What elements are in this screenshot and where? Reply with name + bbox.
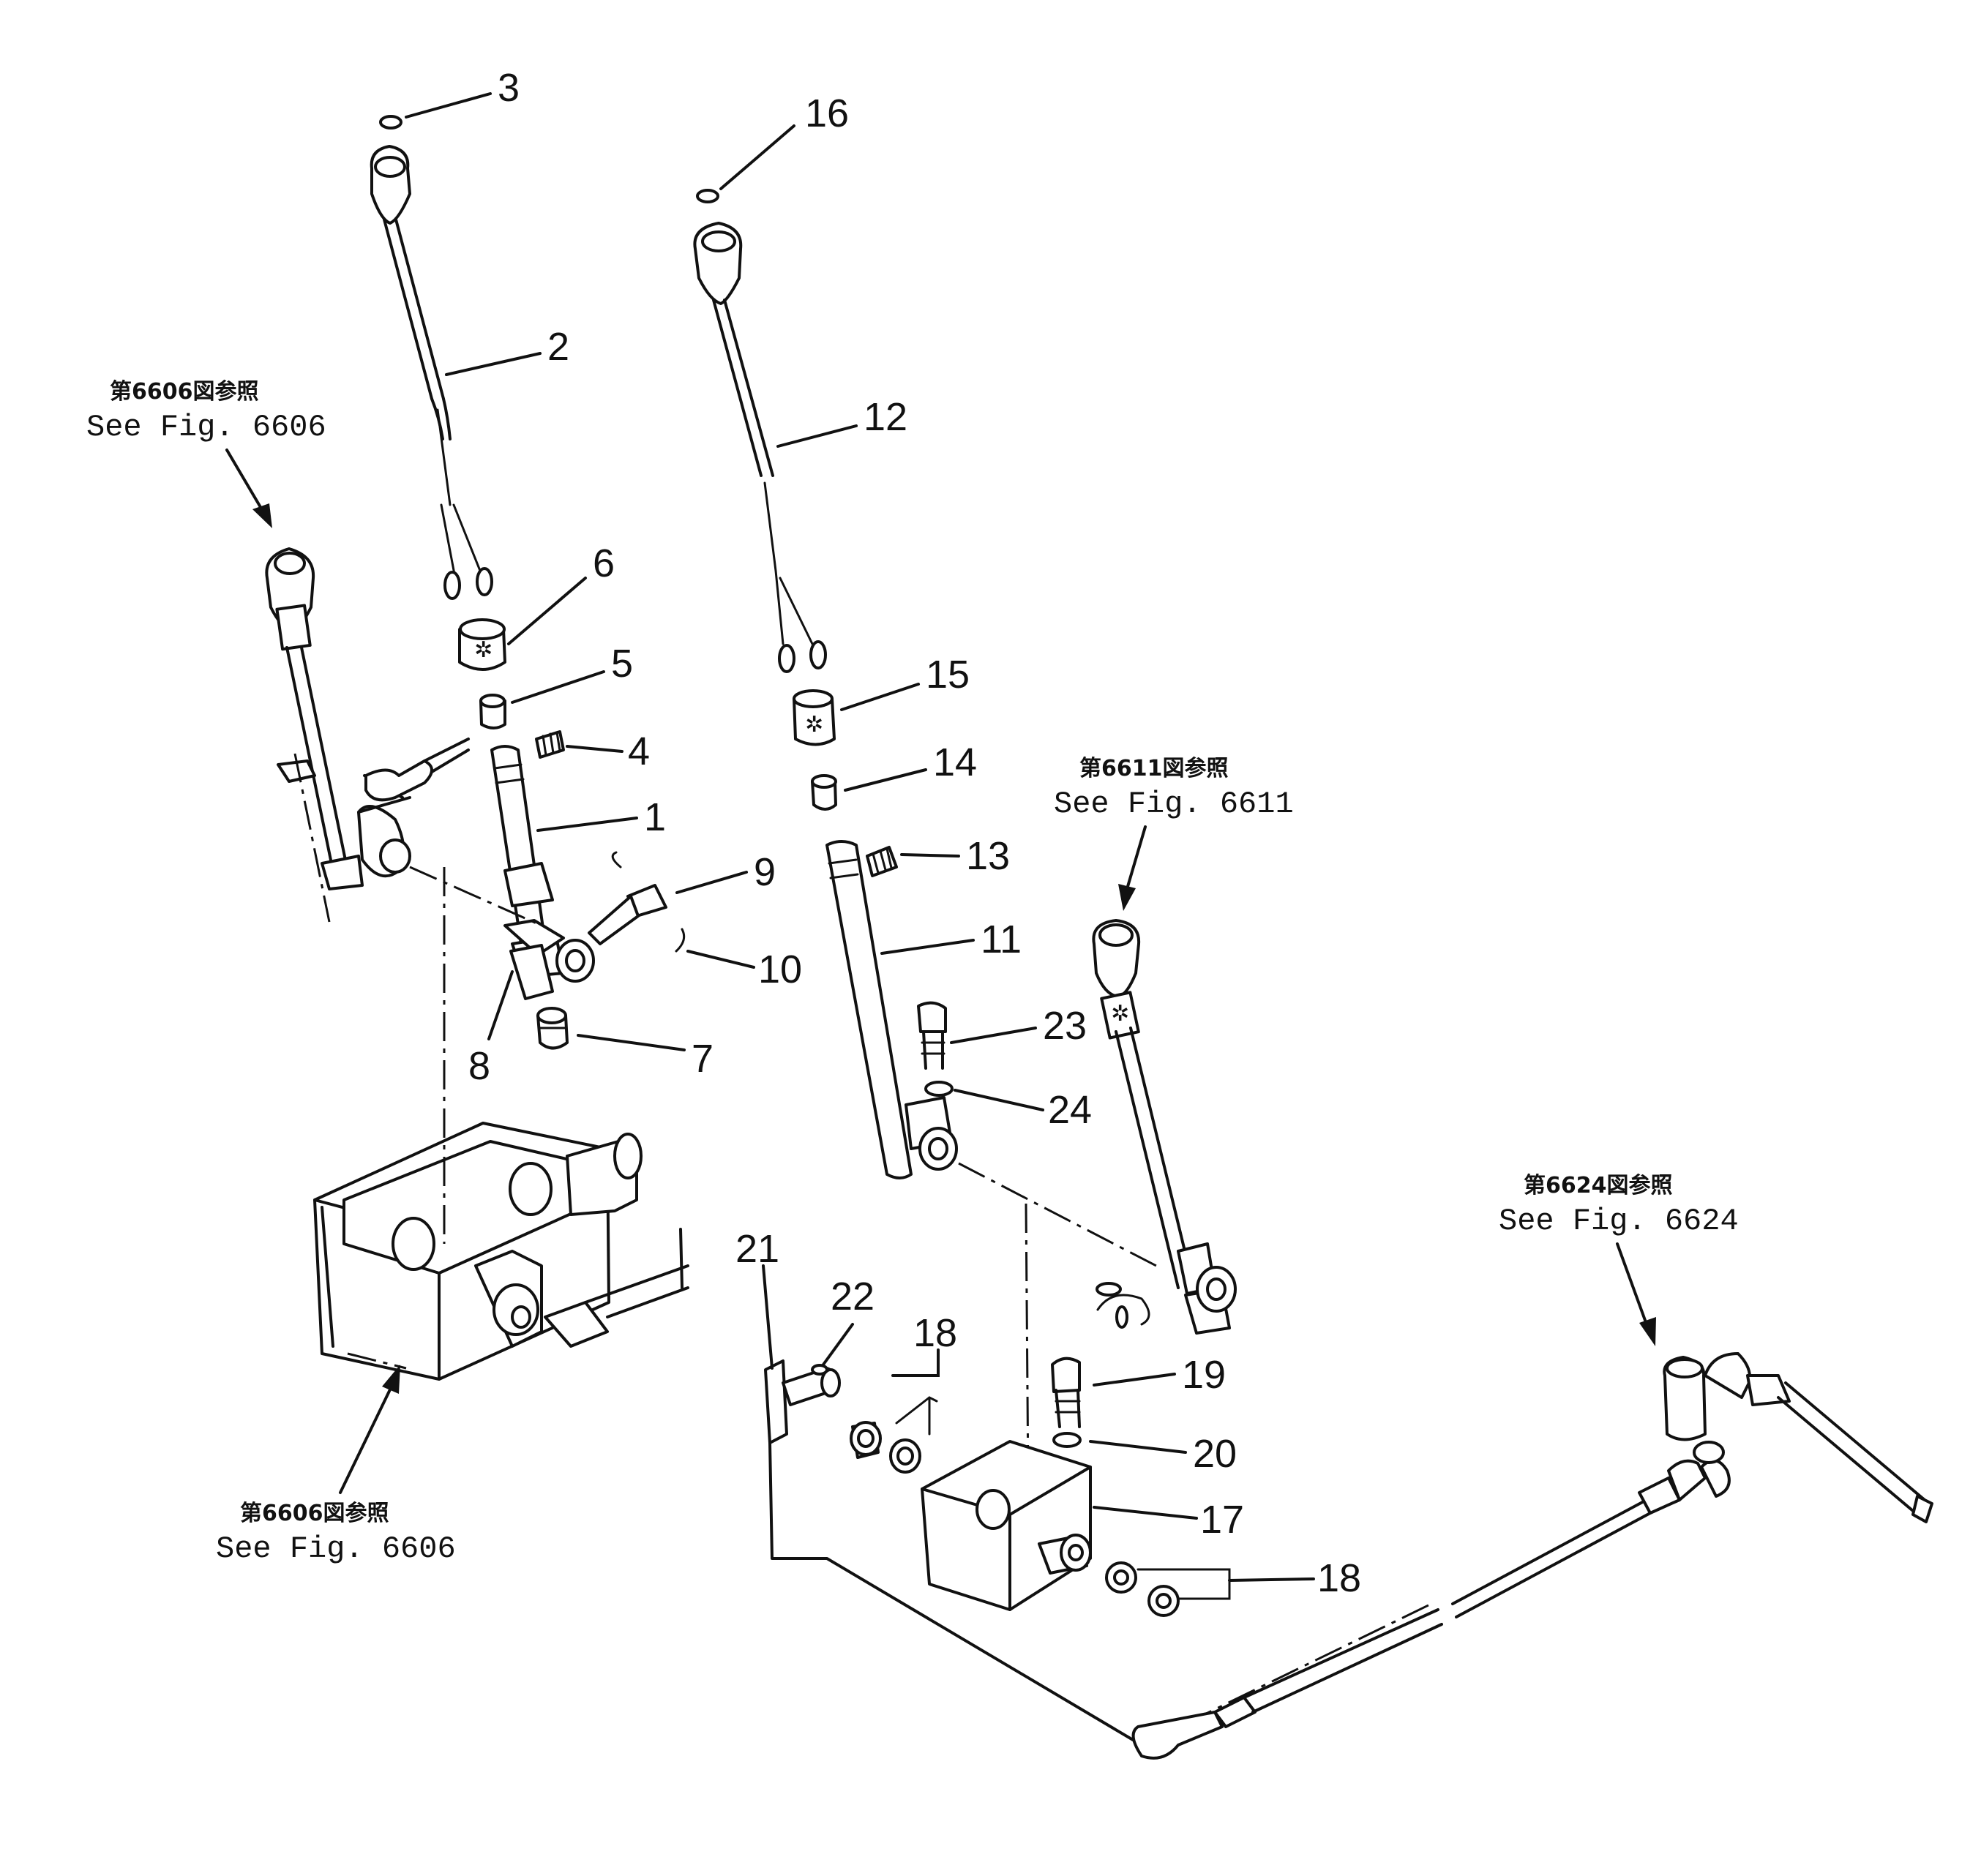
right-lever-assembly: ✲ [1092, 919, 1237, 1335]
callout-7: 7 [692, 1037, 714, 1081]
bracket-outline [768, 1441, 1143, 1746]
lever-knob-2 [370, 115, 493, 600]
center-line [293, 753, 331, 923]
callout-2: 2 [547, 325, 569, 369]
ref-top-left-en: See Fig. 6606 [86, 410, 326, 445]
figure-references: 第6606図参照 See Fig. 6606 第6611図参照 See Fig.… [86, 379, 1739, 1567]
ref-mid-right-en: See Fig. 6611 [1054, 787, 1294, 822]
callout-12: 12 [864, 395, 907, 439]
callout-23: 23 [1043, 1004, 1087, 1048]
lever-knob-12 [693, 189, 827, 673]
center-line [958, 1162, 1157, 1267]
callout-22: 22 [831, 1275, 875, 1318]
callout-18-upper: 18 [913, 1311, 957, 1355]
ref-right-jp: 第6624図参照 [1524, 1173, 1673, 1198]
callout-19: 19 [1182, 1353, 1226, 1397]
callout-15: 15 [926, 653, 970, 697]
callout-13: 13 [966, 834, 1010, 878]
callout-17: 17 [1200, 1498, 1244, 1542]
callout-8: 8 [468, 1044, 490, 1088]
callout-9: 9 [754, 850, 776, 894]
callout-14: 14 [933, 740, 977, 784]
left-lever-assembly [265, 547, 470, 890]
arrowhead-icon [382, 1365, 400, 1394]
callout-1: 1 [644, 795, 666, 839]
callout-21: 21 [735, 1227, 779, 1271]
arrowhead-icon [252, 503, 272, 528]
ref-arrow [339, 1385, 393, 1494]
center-line [1025, 1203, 1030, 1486]
arrowhead-icon [1118, 884, 1136, 911]
middle-lever-components: ✲ [793, 689, 958, 1179]
callout-20: 20 [1193, 1432, 1237, 1476]
left-box-assembly [313, 1122, 689, 1381]
callouts: 3 16 2 12 6 5 4 1 9 10 8 7 15 14 13 11 2 [405, 66, 1361, 1600]
arrowhead-icon [1639, 1317, 1656, 1346]
callout-4: 4 [628, 729, 650, 773]
ref-arrow [1126, 825, 1147, 890]
center-line [409, 866, 542, 927]
ref-bottom-left-jp: 第6606図参照 [240, 1501, 389, 1526]
svg-text:✲: ✲ [805, 712, 823, 738]
ref-mid-right-jp: 第6611図参照 [1079, 756, 1229, 781]
center-line [347, 1352, 407, 1370]
ref-bottom-left-en: See Fig. 6606 [216, 1531, 456, 1567]
left-lever-components: ✲ [458, 618, 686, 1050]
callout-11: 11 [981, 918, 1022, 961]
ref-arrow [225, 449, 265, 514]
callout-3: 3 [498, 66, 520, 110]
svg-text:✲: ✲ [1111, 1001, 1129, 1027]
bracket-and-bushings [764, 1359, 938, 1474]
svg-text:✲: ✲ [474, 637, 493, 663]
callout-10: 10 [758, 948, 802, 991]
callout-24: 24 [1048, 1088, 1092, 1132]
callout-16: 16 [805, 91, 849, 135]
ref-right-en: See Fig. 6624 [1499, 1204, 1739, 1239]
callout-18-lower: 18 [1317, 1556, 1361, 1600]
ref-arrow [1616, 1242, 1648, 1326]
callout-5: 5 [611, 642, 633, 686]
right-linkage-rod [1131, 1352, 1933, 1760]
right-box-assembly [921, 1357, 1231, 1617]
ref-top-left-jp: 第6606図参照 [110, 379, 259, 405]
callout-6: 6 [593, 541, 615, 585]
